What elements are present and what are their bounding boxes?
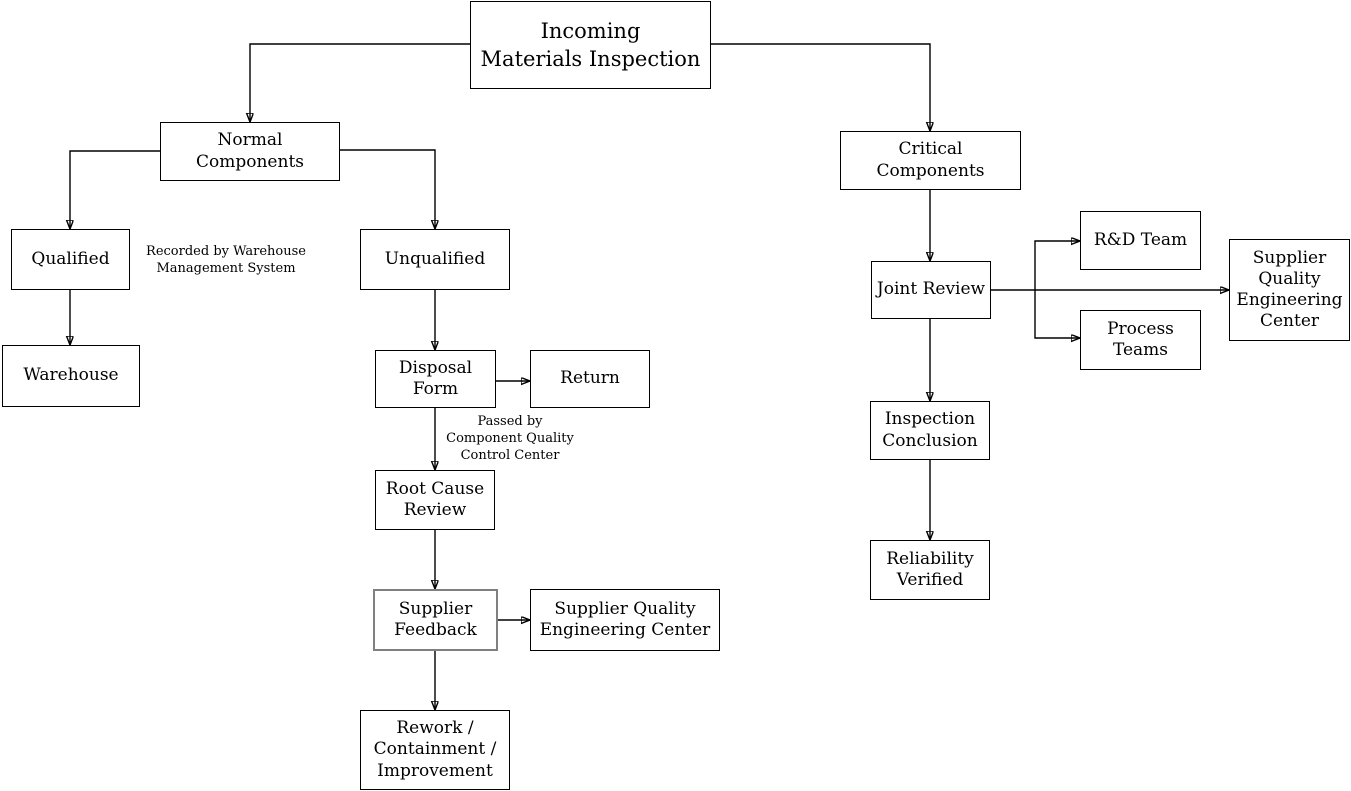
node-normal-components: Normal Components bbox=[160, 122, 340, 181]
node-process-teams: Process Teams bbox=[1080, 310, 1201, 370]
node-disposal-form: Disposal Form bbox=[375, 350, 496, 408]
annotation-passed-by-component-quality-control-center: Passed by Component Quality Control Cent… bbox=[446, 414, 574, 463]
node-inspection-conclusion: Inspection Conclusion bbox=[870, 401, 990, 460]
node-supplier-quality-engineering-center-right: Supplier Quality Engineering Center bbox=[1229, 239, 1350, 341]
edge-normal-to-qualified bbox=[70, 150, 160, 229]
edge-incoming-to-critical bbox=[711, 43, 930, 131]
node-rework-containment-improvement: Rework / Containment / Improvement bbox=[360, 710, 510, 790]
node-qualified: Qualified bbox=[11, 229, 130, 290]
node-critical-components: Critical Components bbox=[840, 131, 1021, 190]
edge-joint-review-to-rd-team bbox=[1034, 241, 1080, 290]
node-unqualified: Unqualified bbox=[360, 229, 510, 290]
edge-incoming-to-normal bbox=[250, 43, 470, 122]
node-reliability-verified: Reliability Verified bbox=[870, 540, 990, 600]
node-root-cause-review: Root Cause Review bbox=[375, 470, 495, 530]
node-incoming-materials-inspection: Incoming Materials Inspection bbox=[470, 1, 711, 89]
edge-normal-to-unqualified bbox=[340, 149, 435, 229]
node-joint-review: Joint Review bbox=[871, 261, 991, 319]
edge-joint-review-to-process-teams bbox=[1034, 290, 1080, 338]
node-rd-team: R&D Team bbox=[1080, 211, 1201, 270]
node-return: Return bbox=[530, 350, 650, 408]
node-supplier-feedback: Supplier Feedback bbox=[373, 589, 498, 651]
annotation-recorded-by-warehouse-management-system: Recorded by Warehouse Management System bbox=[146, 244, 306, 276]
node-warehouse: Warehouse bbox=[2, 345, 140, 407]
node-supplier-quality-engineering-center-left: Supplier Quality Engineering Center bbox=[530, 589, 720, 651]
